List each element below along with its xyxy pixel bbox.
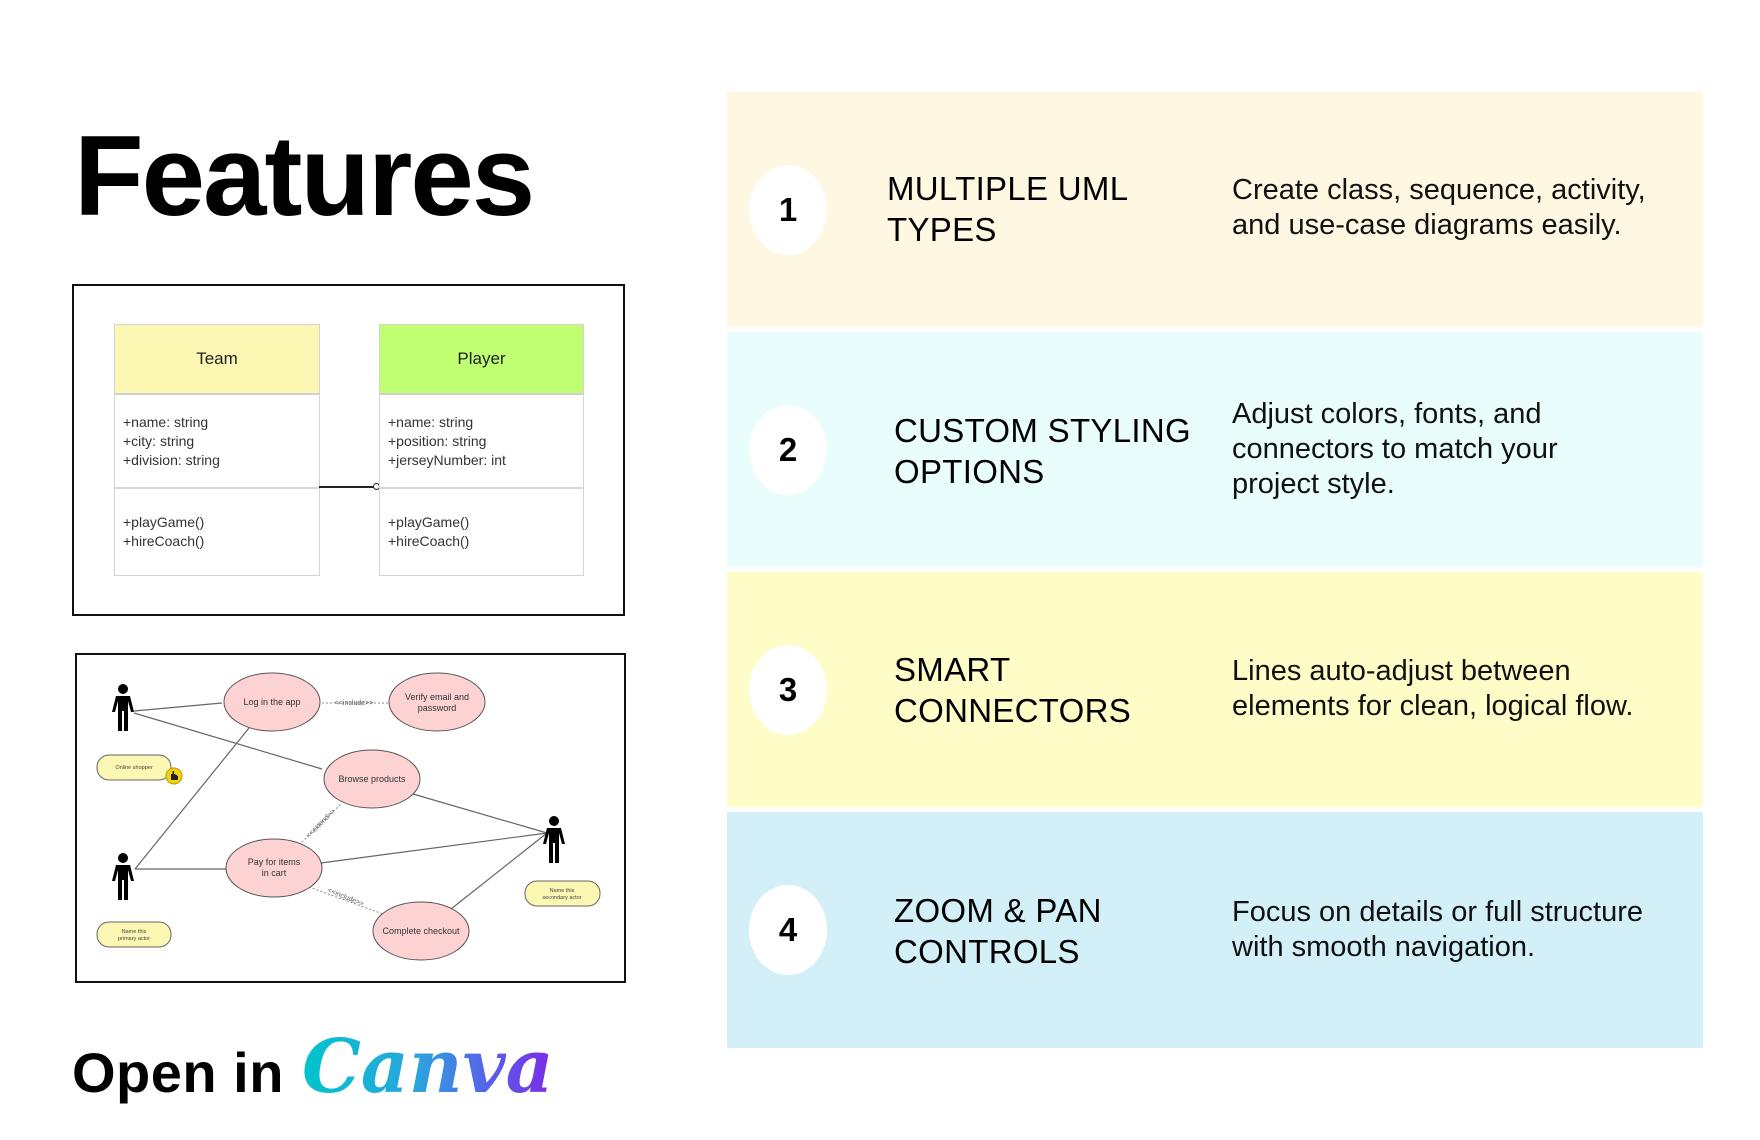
- feature-title-line: MULTIPLE UML: [887, 170, 1129, 207]
- actor-label: primary actor: [118, 936, 150, 942]
- association-line: [133, 712, 323, 770]
- relation-label: <<extend>>: [305, 808, 336, 839]
- usecase-diagram-preview[interactable]: <<include>> <<extend>> <<include>> Log i…: [75, 653, 626, 983]
- use-case-label: Pay for items: [248, 857, 301, 867]
- use-case-label: Verify email and: [405, 692, 469, 702]
- feature-desc-line: connectors to match your: [1232, 433, 1558, 465]
- association-lines: [133, 702, 548, 910]
- hand-cursor-icon: [165, 767, 183, 785]
- feature-description: Create class, sequence, activity, and us…: [1232, 173, 1646, 243]
- uml-class-team: Team +name: string +city: string +divisi…: [114, 324, 320, 576]
- class-operations: +playGame() +hireCoach(): [115, 489, 319, 551]
- include-line: [308, 886, 384, 915]
- use-case-label: password: [418, 703, 457, 713]
- association-line: [412, 793, 548, 834]
- use-case-label: Log in the app: [243, 697, 300, 707]
- actor-icon: [112, 684, 134, 731]
- operation: +playGame(): [388, 514, 470, 530]
- use-case-login: [223, 672, 321, 732]
- open-in-canva-link[interactable]: Open in Canva: [72, 1030, 554, 1105]
- actor-icon: [543, 816, 565, 863]
- use-cases: [223, 672, 486, 961]
- feature-title: SMART CONNECTORS: [894, 649, 1131, 731]
- actor-labels: [96, 754, 601, 948]
- feature-number-badge: 1: [749, 165, 827, 255]
- actor-label: Online shopper: [115, 765, 152, 771]
- feature-desc-line: with smooth navigation.: [1232, 931, 1536, 963]
- feature-card-1: 1 MULTIPLE UML TYPES Create class, seque…: [727, 92, 1703, 327]
- uml-class-player: Player +name: string +position: string +…: [379, 324, 584, 576]
- actor-label: secondary actor: [542, 895, 581, 901]
- feature-desc-line: Lines auto-adjust between: [1232, 655, 1571, 687]
- feature-title: MULTIPLE UML TYPES: [887, 168, 1128, 250]
- cta-prefix: Open in: [72, 1041, 284, 1104]
- association-line: [134, 727, 250, 870]
- feature-description: Lines auto-adjust between elements for c…: [1232, 654, 1633, 724]
- class-operations: +playGame() +hireCoach(): [380, 489, 583, 551]
- actor-label: Name this: [122, 929, 147, 935]
- feature-card-2: 2 CUSTOM STYLING OPTIONS Adjust colors, …: [727, 332, 1703, 567]
- feature-title: CUSTOM STYLING OPTIONS: [894, 410, 1191, 492]
- feature-title-line: SMART: [894, 651, 1011, 688]
- feature-desc-line: Create class, sequence, activity,: [1232, 174, 1646, 206]
- feature-card-3: 3 SMART CONNECTORS Lines auto-adjust bet…: [727, 572, 1703, 807]
- attribute: +position: string: [388, 433, 487, 449]
- class-name: Team: [115, 325, 319, 395]
- association-line: [450, 832, 548, 910]
- feature-desc-line: Focus on details or full structure: [1232, 896, 1644, 928]
- actor-icon: [112, 853, 134, 900]
- feature-number-badge: 4: [749, 885, 827, 975]
- attribute: +name: string: [123, 414, 209, 430]
- attribute: +division: string: [123, 452, 220, 468]
- feature-title-line: CONNECTORS: [894, 692, 1132, 729]
- use-case-browse: [323, 749, 421, 809]
- feature-desc-line: and use-case diagrams easily.: [1232, 209, 1622, 241]
- actor-label: Name this: [550, 888, 575, 894]
- feature-title-line: CONTROLS: [894, 933, 1080, 970]
- attribute: +name: string: [388, 414, 474, 430]
- operation: +hireCoach(): [123, 533, 205, 549]
- actor-label-box: [96, 754, 172, 781]
- feature-description: Adjust colors, fonts, and connectors to …: [1232, 397, 1558, 502]
- feature-title-line: TYPES: [887, 211, 997, 248]
- class-name: Player: [380, 325, 583, 395]
- canva-logo: Canva: [301, 1024, 554, 1110]
- class-attributes: +name: string +position: string +jerseyN…: [380, 395, 583, 489]
- class-attributes: +name: string +city: string +division: s…: [115, 395, 319, 489]
- attribute: +city: string: [123, 433, 195, 449]
- feature-number-badge: 3: [749, 645, 827, 735]
- feature-title: ZOOM & PAN CONTROLS: [894, 890, 1102, 972]
- feature-desc-line: elements for clean, logical flow.: [1232, 690, 1634, 722]
- association-line: [320, 832, 548, 864]
- use-case-label: Complete checkout: [382, 926, 460, 936]
- use-case-verify: [388, 672, 486, 732]
- feature-desc-line: Adjust colors, fonts, and: [1232, 398, 1542, 430]
- use-case-checkout: [372, 901, 470, 961]
- use-case-pay: [225, 838, 323, 898]
- association-line: [133, 702, 223, 712]
- operation: +playGame(): [123, 514, 205, 530]
- relation-label: <<include>>: [335, 700, 374, 707]
- operation: +hireCoach(): [388, 533, 470, 549]
- dependency-lines: [298, 702, 388, 915]
- use-case-label: in cart: [262, 868, 287, 878]
- actor-label-box: [96, 921, 172, 948]
- association-connector: [319, 486, 377, 488]
- usecase-diagram-canvas: <<include>> <<extend>> <<include>> Log i…: [96, 672, 601, 961]
- feature-number-badge: 2: [749, 405, 827, 495]
- class-diagram-preview[interactable]: Team +name: string +city: string +divisi…: [72, 284, 625, 616]
- attribute: +jerseyNumber: int: [388, 452, 506, 468]
- relation-label: <<include>>: [326, 887, 364, 908]
- use-case-label: Browse products: [338, 774, 406, 784]
- feature-title-line: CUSTOM STYLING: [894, 412, 1191, 449]
- feature-desc-line: project style.: [1232, 468, 1395, 500]
- page-title: Features: [74, 113, 535, 240]
- feature-description: Focus on details or full structure with …: [1232, 895, 1643, 965]
- feature-title-line: OPTIONS: [894, 453, 1045, 490]
- feature-title-line: ZOOM & PAN: [894, 892, 1102, 929]
- feature-card-4: 4 ZOOM & PAN CONTROLS Focus on details o…: [727, 812, 1703, 1048]
- actor-label-box: [524, 880, 601, 907]
